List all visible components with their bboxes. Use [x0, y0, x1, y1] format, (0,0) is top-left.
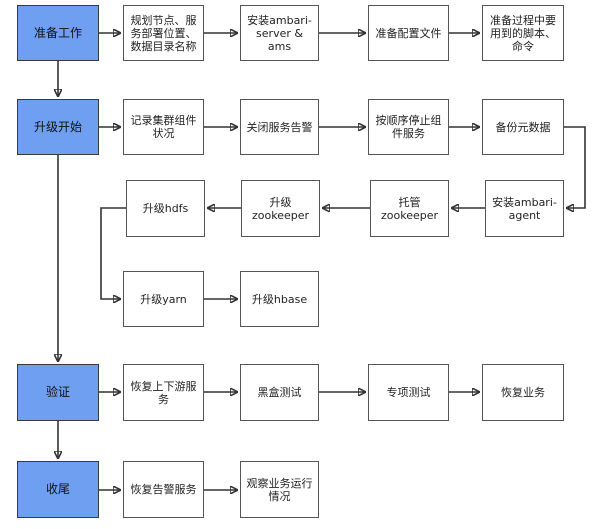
step-restore-business: 恢复业务	[482, 364, 564, 421]
phase-prepare: 准备工作	[17, 5, 99, 61]
phase-upgrade-start: 升级开始	[17, 99, 99, 155]
step-stop-services: 按顺序停止组 件服务	[368, 99, 449, 155]
phase-wrap-up: 收尾	[17, 461, 99, 518]
step-backup-metadata: 备份元数据	[482, 99, 564, 155]
phase-verify: 验证	[17, 364, 99, 421]
step-blackbox-test: 黑盒测试	[240, 364, 319, 421]
step-disable-alerts: 关闭服务告警	[240, 99, 319, 155]
step-install-ambari-server: 安装ambari- server & ams	[240, 5, 319, 61]
step-upgrade-hbase: 升级hbase	[240, 271, 319, 327]
step-takeover-zookeeper: 托管 zookeeper	[370, 180, 449, 237]
step-plan-nodes: 规划节点、服 务部署位置、 数据目录名称	[123, 5, 204, 61]
arrow-s24-s25	[564, 126, 586, 208]
arrow-s28-s29	[100, 207, 126, 299]
step-observe-business: 观察业务运行 情况	[240, 461, 319, 518]
step-prepare-scripts: 准备过程中要 用到的脚本、 命令	[482, 5, 564, 61]
step-upgrade-hdfs: 升级hdfs	[126, 180, 205, 237]
step-restore-alert-service: 恢复告警服务	[123, 461, 204, 518]
step-restore-upstream-downstream: 恢复上下游服 务	[123, 364, 204, 421]
step-record-cluster-status: 记录集群组件 状况	[123, 99, 204, 155]
step-install-ambari-agent: 安装ambari- agent	[485, 180, 564, 237]
step-special-test: 专项测试	[368, 364, 449, 421]
step-upgrade-yarn: 升级yarn	[123, 271, 204, 327]
step-prepare-config: 准备配置文件	[368, 5, 449, 61]
step-upgrade-zookeeper: 升级 zookeeper	[241, 180, 320, 237]
